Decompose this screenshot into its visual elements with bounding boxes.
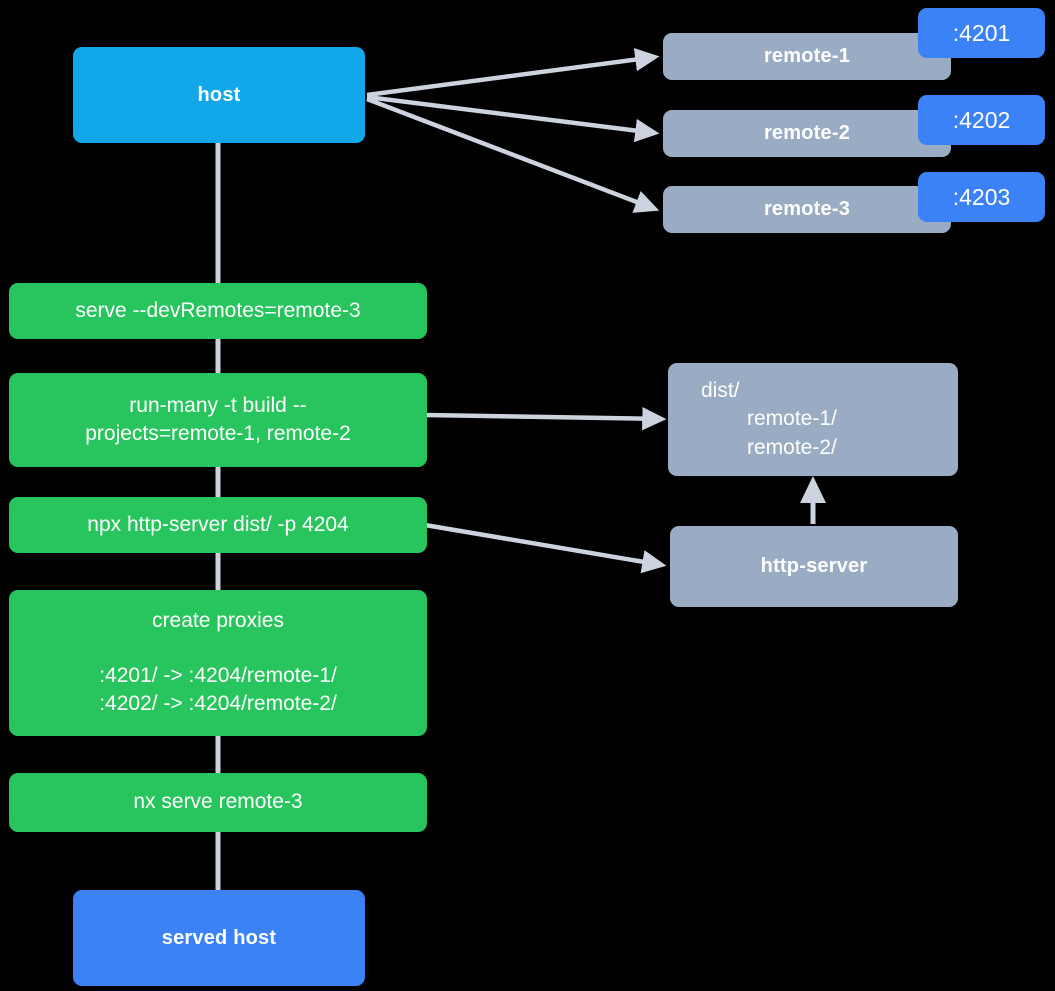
command-serve-devremotes[interactable]: serve --devRemotes=remote-3: [9, 283, 427, 339]
node-remote-1[interactable]: remote-1: [663, 33, 951, 80]
command-create-proxies-line-2: :4202/ -> :4204/remote-2/: [99, 692, 337, 716]
edge-run-many-to-dist: [424, 406, 667, 431]
command-create-proxies-title: create proxies: [152, 609, 284, 633]
command-run-many-line-1: run-many -t build --: [129, 393, 307, 417]
node-remote-3-label: remote-3: [763, 198, 851, 220]
node-http-server[interactable]: http-server: [670, 526, 958, 607]
node-dist-line-2: remote-1/: [747, 407, 837, 431]
command-serve-devremotes-line-1: serve --devRemotes=remote-3: [75, 298, 361, 322]
port-badge-remote-2-label: :4202: [952, 106, 1011, 133]
port-badge-remote-3-label: :4203: [952, 183, 1011, 210]
command-run-many-line-2: projects=remote-1, remote-2: [85, 422, 351, 445]
node-served-host-label: served host: [161, 926, 277, 949]
node-remote-1-label: remote-1: [763, 45, 851, 67]
command-run-many[interactable]: run-many -t build -- projects=remote-1, …: [9, 373, 427, 467]
node-dist-folder[interactable]: dist/ remote-1/ remote-2/: [668, 363, 958, 476]
command-nx-serve-remote-3-line-1: nx serve remote-3: [133, 790, 303, 814]
port-badge-remote-1-label: :4201: [952, 19, 1011, 46]
node-dist-line-1: dist/: [701, 378, 740, 402]
edge-npx-http-server-to-http-server: [424, 522, 667, 574]
node-http-server-label: http-server: [760, 555, 868, 577]
port-badge-remote-2: :4202: [918, 95, 1045, 145]
edge-host-to-remote-2: [366, 94, 660, 143]
edge-host-to-remote-3: [366, 96, 660, 213]
node-remote-2-label: remote-2: [763, 122, 851, 144]
node-host[interactable]: host: [73, 47, 365, 143]
command-npx-http-server[interactable]: npx http-server dist/ -p 4204: [9, 497, 427, 553]
node-dist-line-3: remote-2/: [747, 435, 837, 459]
node-served-host[interactable]: served host: [73, 890, 365, 986]
command-npx-http-server-line-1: npx http-server dist/ -p 4204: [87, 512, 349, 536]
command-create-proxies-lines: create proxies :4201/ -> :4204/remote-1/…: [9, 607, 427, 718]
command-create-proxies[interactable]: create proxies :4201/ -> :4204/remote-1/…: [9, 590, 427, 736]
edge-host-to-remote-1: [366, 47, 660, 98]
port-badge-remote-1: :4201: [918, 8, 1045, 58]
command-create-proxies-line-1: :4201/ -> :4204/remote-1/: [99, 663, 337, 687]
command-run-many-lines: run-many -t build -- projects=remote-1, …: [9, 392, 427, 449]
command-nx-serve-remote-3[interactable]: nx serve remote-3: [9, 773, 427, 832]
node-remote-2[interactable]: remote-2: [663, 110, 951, 157]
port-badge-remote-3: :4203: [918, 172, 1045, 222]
node-host-label: host: [197, 83, 241, 106]
node-remote-3[interactable]: remote-3: [663, 186, 951, 233]
